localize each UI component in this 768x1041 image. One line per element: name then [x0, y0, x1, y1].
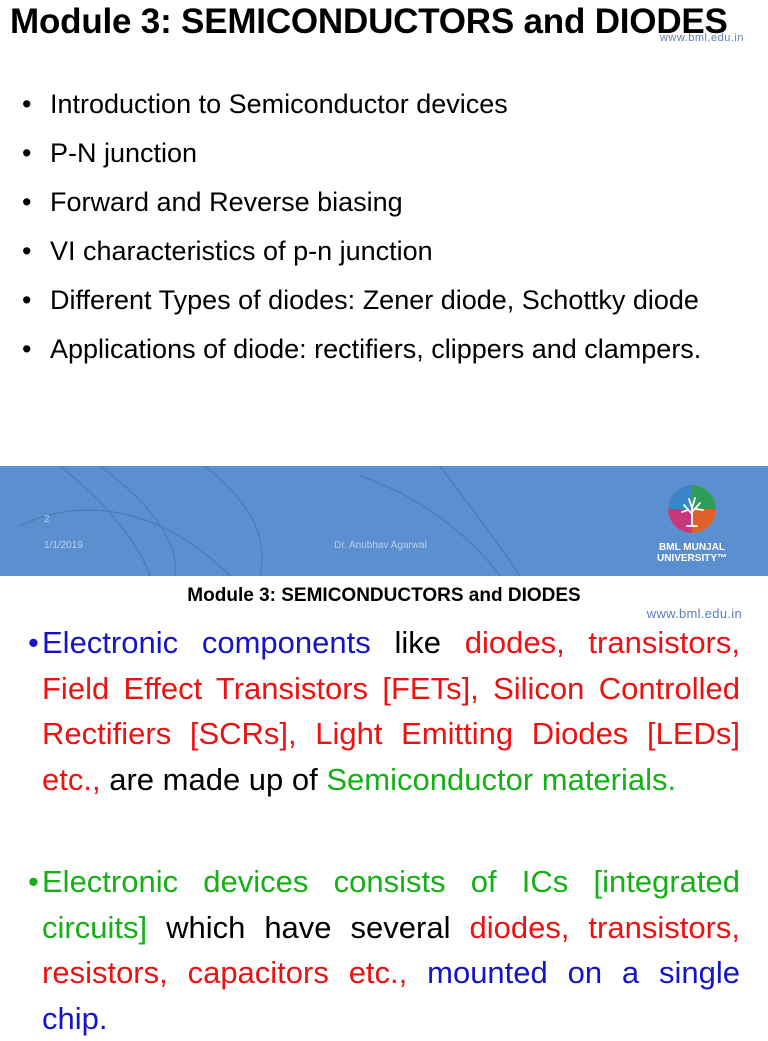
- bullet: •: [28, 625, 39, 660]
- logo-text: BML MUNJAL UNIVERSITY™: [652, 542, 732, 564]
- university-logo: BML MUNJAL UNIVERSITY™: [652, 484, 732, 570]
- footer-band: [0, 466, 768, 576]
- page-number: 2: [44, 514, 50, 525]
- paragraph-components: • Electronic components like diodes, tra…: [28, 620, 740, 802]
- slide-2-url: www.bml.edu.in: [646, 606, 742, 621]
- slide-2: Module 3: SEMICONDUCTORS and DIODES www.…: [0, 576, 768, 1036]
- topic-item: Forward and Reverse biasing: [22, 182, 742, 222]
- topic-item: VI characteristics of p-n junction: [22, 231, 742, 271]
- topic-item: Introduction to Semiconductor devices: [22, 84, 742, 124]
- slide-2-title: Module 3: SEMICONDUCTORS and DIODES: [187, 585, 581, 606]
- logo-line-1: BML MUNJAL: [659, 542, 725, 553]
- topic-item: Applications of diode: rectifiers, clipp…: [22, 329, 742, 369]
- topic-item: P-N junction: [22, 133, 742, 173]
- paragraph-ics: • Electronic devices consists of ICs [in…: [28, 859, 741, 1041]
- slide-1-url: www.bml.edu.in: [659, 32, 744, 44]
- text-semiconductor-materials: Semiconductor materials.: [326, 761, 677, 797]
- decorative-arcs: [19, 466, 521, 576]
- text-which-have-several: which have several: [166, 909, 451, 945]
- text-electronic: Electronic: [42, 625, 179, 660]
- footer-date: 1/1/2019: [44, 540, 83, 551]
- topic-item: Different Types of diodes: Zener diode, …: [22, 280, 742, 320]
- logo-line-2: UNIVERSITY™: [656, 553, 727, 564]
- topic-list: Introduction to Semiconductor devices P-…: [22, 84, 742, 378]
- slide-1-title: Module 3: SEMICONDUCTORS and DIODES: [10, 2, 728, 41]
- text-like: like: [394, 625, 441, 660]
- footer-author: Dr. Anubhav Agarwal: [334, 540, 427, 551]
- text-device-list: diodes, transistors, Field Effect Transi…: [42, 625, 740, 797]
- text-component-list: diodes, transistors, resistors, capacito…: [42, 909, 741, 991]
- slide-1: Module 3: SEMICONDUCTORS and DIODES www.…: [0, 0, 768, 466]
- text-single-chip: mounted on a single chip.: [42, 955, 740, 1036]
- text-ics: Electronic devices consists of ICs [inte…: [42, 864, 740, 945]
- tree-logo-icon: [668, 485, 716, 533]
- text-made-up-of: are made up of: [109, 761, 318, 797]
- bullet: •: [28, 864, 39, 899]
- text-components: components: [201, 625, 371, 660]
